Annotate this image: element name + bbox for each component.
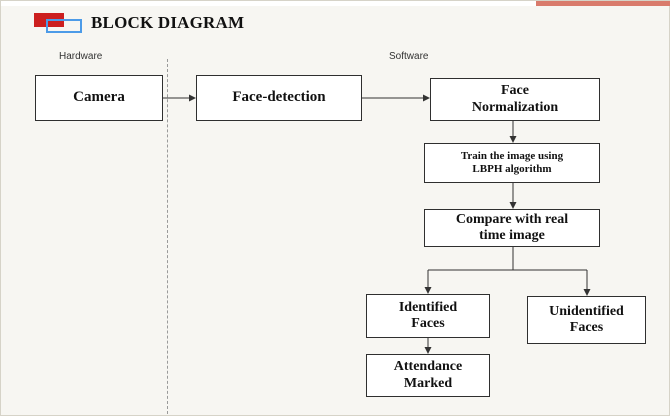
train-lbph-line-1: Train the image using — [460, 150, 564, 163]
identified-line-1: Identified — [398, 299, 458, 315]
software-label: Software — [389, 51, 429, 62]
logo-mark-icon — [34, 11, 86, 35]
compare-line-1: Compare with real — [455, 211, 569, 227]
top-accent-bar — [536, 1, 670, 6]
train-lbph-line-2: LBPH algorithm — [472, 163, 552, 175]
hardware-label: Hardware — [59, 51, 103, 62]
unidentified-line-2: Faces — [569, 320, 604, 335]
compare-line-2: time image — [479, 228, 545, 243]
face-detection-block-label: Face-detection — [232, 89, 326, 106]
attendance-line-1: Attendance — [393, 359, 463, 375]
top-strip — [1, 1, 670, 6]
face-normalization-block: Face Normalization — [430, 78, 600, 121]
attendance-line-2: Marked — [403, 375, 453, 391]
camera-block: Camera — [35, 75, 163, 121]
identified-line-2: Faces — [411, 316, 445, 331]
unidentified-line-1: Unidentified — [549, 303, 624, 319]
train-lbph-block: Train the image using LBPH algorithm — [424, 143, 600, 183]
compare-realtime-block: Compare with real time image — [424, 209, 600, 247]
diagram-title: BLOCK DIAGRAM — [91, 13, 245, 32]
unidentified-faces-block: Unidentified Faces — [527, 296, 646, 344]
camera-block-label: Camera — [73, 89, 125, 106]
face-normalization-line-2: Normalization — [471, 99, 559, 115]
hardware-software-divider — [167, 59, 168, 414]
logo-blue-frame — [46, 19, 82, 33]
identified-faces-block: Identified Faces — [366, 294, 490, 338]
face-detection-block: Face-detection — [196, 75, 362, 121]
face-normalization-line-1: Face — [501, 83, 529, 99]
attendance-marked-block: Attendance Marked — [366, 354, 490, 397]
